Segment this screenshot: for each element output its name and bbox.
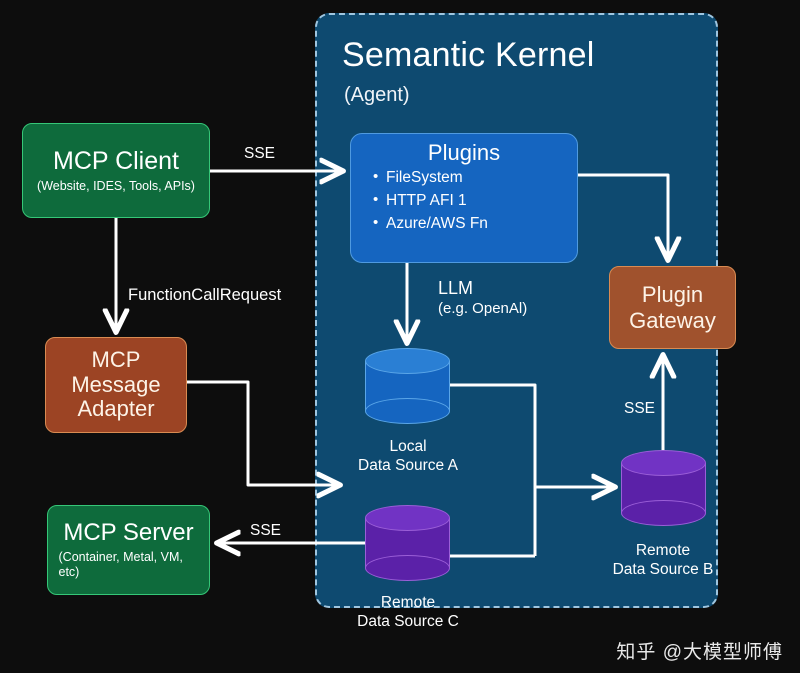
mcp-server-title: MCP Server bbox=[63, 518, 194, 546]
plugins-list-item: HTTP AFI 1 bbox=[373, 189, 577, 213]
semantic-kernel-subtitle: (Agent) bbox=[344, 84, 410, 106]
mcp-message-adapter-box[interactable]: MCP Message Adapter bbox=[45, 337, 187, 433]
mcp-client-subtitle: (Website, IDES, Tools, APIs) bbox=[37, 179, 195, 194]
plugins-list: FileSystem HTTP AFI 1 Azure/AWS Fn bbox=[351, 166, 577, 236]
cylinder-bottom bbox=[365, 555, 450, 581]
cylinder-bottom bbox=[365, 398, 450, 424]
plugin-gateway-box[interactable]: Plugin Gateway bbox=[609, 266, 736, 349]
mcp-message-adapter-title: MCP Message Adapter bbox=[71, 346, 161, 422]
plugin-gateway-title: Plugin Gateway bbox=[629, 282, 716, 333]
edge-label-source-b-to-gateway: SSE bbox=[624, 400, 656, 417]
cylinder-bottom bbox=[621, 500, 706, 526]
edge-label-llm: LLM bbox=[438, 278, 474, 298]
cylinder-top bbox=[621, 450, 706, 476]
cylinder-top bbox=[365, 505, 450, 531]
cylinder-top bbox=[365, 348, 450, 374]
plugins-list-item: Azure/AWS Fn bbox=[373, 212, 577, 236]
mcp-server-box[interactable]: MCP Server (Container, Metal, VM, etc) bbox=[47, 505, 210, 595]
edge-label-source-c-to-server: SSE bbox=[250, 522, 282, 539]
plugins-title: Plugins bbox=[427, 140, 501, 165]
database-icon-local-data-source-a[interactable] bbox=[365, 348, 450, 424]
mcp-client-title: MCP Client bbox=[53, 146, 179, 175]
mcp-client-box[interactable]: MCP Client (Website, IDES, Tools, APIs) bbox=[22, 123, 210, 218]
semantic-kernel-title: Semantic Kernel bbox=[342, 36, 595, 74]
plugins-box[interactable]: Plugins FileSystem HTTP AFI 1 Azure/AWS … bbox=[350, 133, 578, 263]
database-icon-remote-data-source-b[interactable] bbox=[621, 450, 706, 526]
edge-label-client-to-plugins: SSE bbox=[244, 145, 276, 162]
edge-label-llm-provider: (e.g. OpenAl) bbox=[438, 300, 528, 317]
mcp-server-subtitle: (Container, Metal, VM, etc) bbox=[58, 549, 183, 580]
plugins-list-item: FileSystem bbox=[373, 166, 577, 190]
database-icon-remote-data-source-c[interactable] bbox=[365, 505, 450, 581]
edge-label-function-call-request: FunctionCallRequest bbox=[128, 286, 282, 304]
watermark: 知乎 @大模型师傅 bbox=[616, 642, 783, 663]
